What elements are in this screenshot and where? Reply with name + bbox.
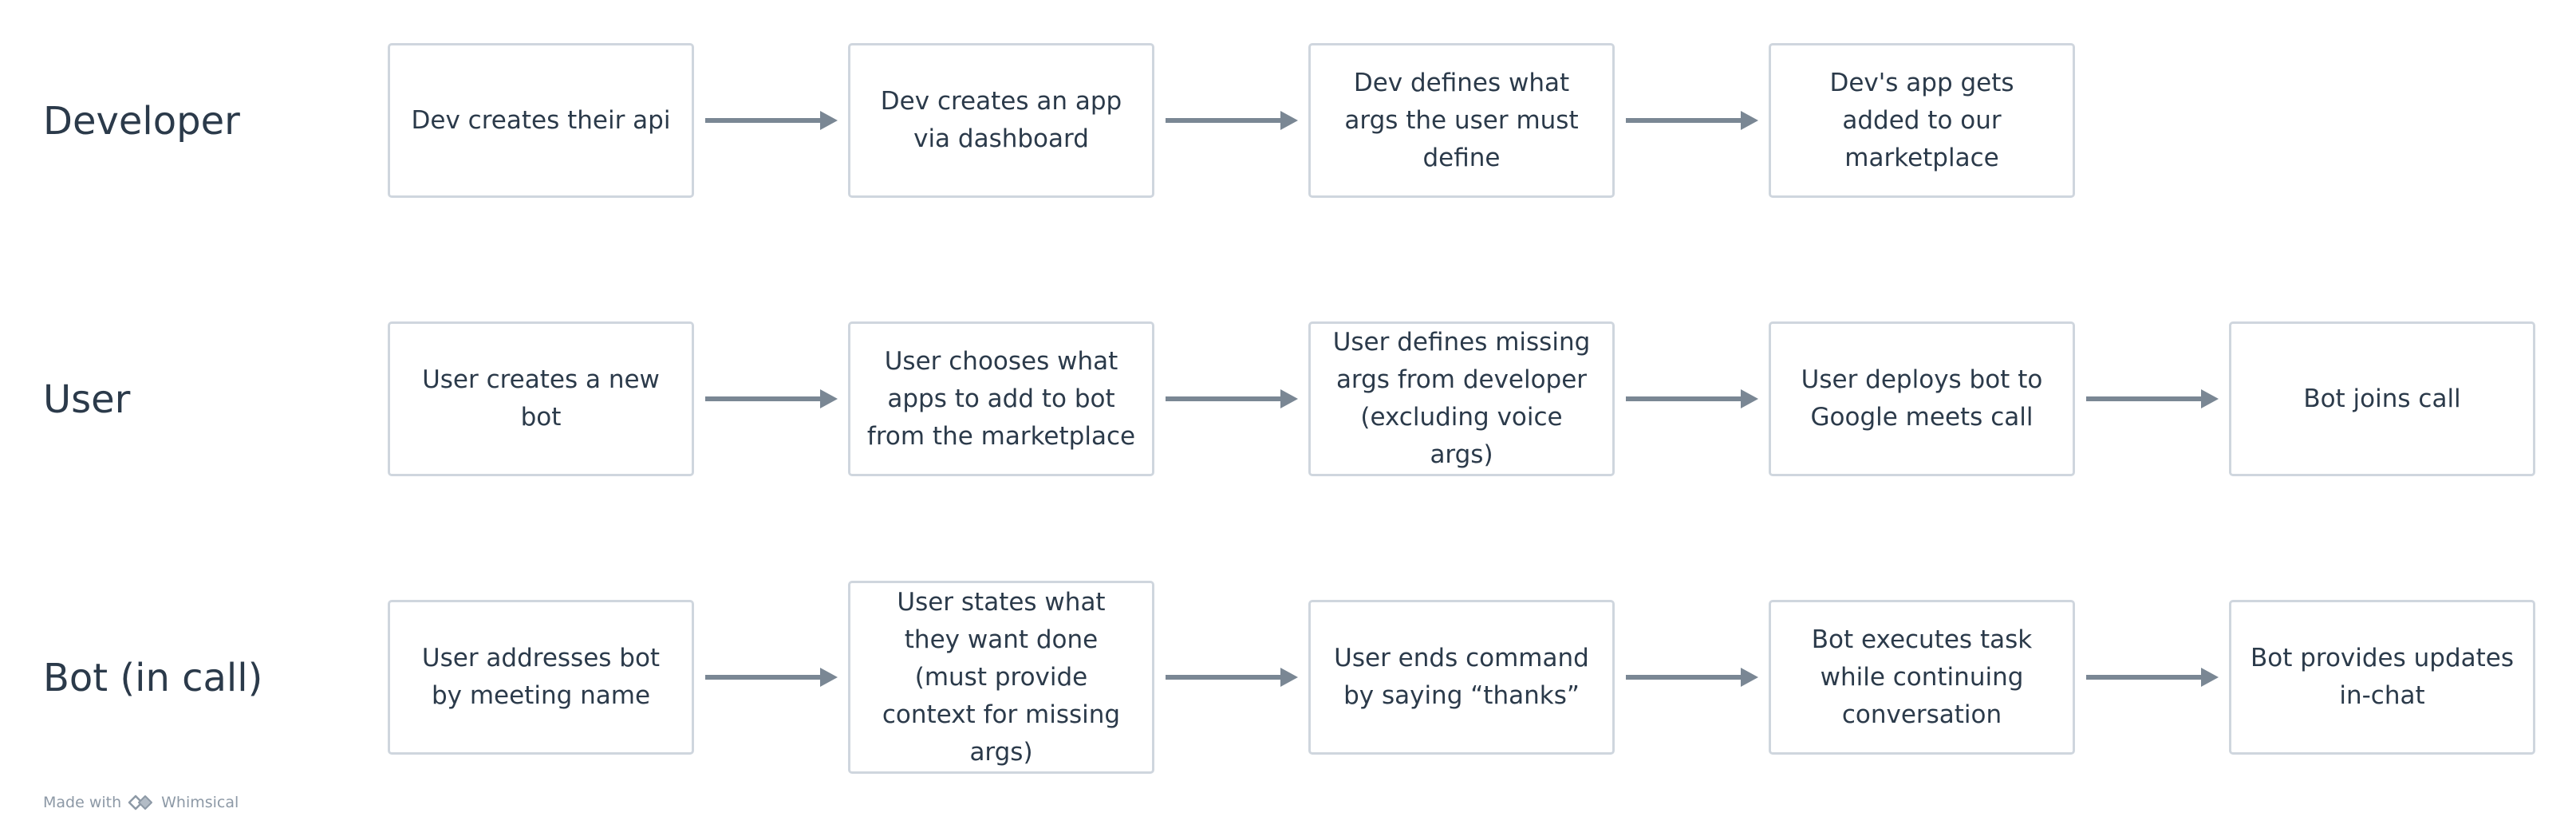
bot-step-1-label: User addresses bot by meeting name [421, 644, 661, 710]
user-step-4[interactable]: User deploys bot to Google meets call [1769, 321, 2075, 476]
user-step-3[interactable]: User defines missing args from developer… [1308, 321, 1615, 476]
developer-step-2[interactable]: Dev creates an app via dashboard [848, 43, 1154, 198]
user-step-3-label: User defines missing args from developer… [1332, 328, 1591, 469]
user-step-1[interactable]: User creates a new bot [388, 321, 694, 476]
bot-step-2[interactable]: User states what they want done (must pr… [848, 581, 1154, 774]
bot-step-5[interactable]: Bot provides updates in-chat [2229, 600, 2535, 755]
bot-step-3-label: User ends command by saying “thanks” [1334, 644, 1589, 710]
arrow-user-4-5 [2086, 389, 2219, 408]
bot-step-4-label: Bot executes task while continuing conve… [1811, 625, 2033, 729]
developer-step-1[interactable]: Dev creates their api [388, 43, 694, 198]
user-step-2[interactable]: User chooses what apps to add to bot fro… [848, 321, 1154, 476]
arrow-user-3-4 [1626, 389, 1758, 408]
arrow-developer-3-4 [1626, 111, 1758, 130]
user-step-2-label: User chooses what apps to add to bot fro… [866, 346, 1136, 451]
lane-label-developer: Developer [43, 99, 240, 144]
bot-step-4[interactable]: Bot executes task while continuing conve… [1769, 600, 2075, 755]
developer-step-1-label: Dev creates their api [411, 105, 671, 135]
arrow-user-1-2 [705, 389, 838, 408]
developer-step-3[interactable]: Dev defines what args the user must defi… [1308, 43, 1615, 198]
arrow-bot-4-5 [2086, 668, 2219, 687]
user-step-5-label: Bot joins call [2303, 384, 2461, 413]
developer-step-4-label: Dev's app gets added to our marketplace [1829, 68, 2014, 172]
bot-step-1[interactable]: User addresses bot by meeting name [388, 600, 694, 755]
arrow-bot-3-4 [1626, 668, 1758, 687]
lane-label-user: User [43, 377, 131, 422]
whimsical-logo: Whimsical [128, 793, 239, 812]
made-with-footer[interactable]: Made with Whimsical [43, 793, 239, 812]
arrow-bot-1-2 [705, 668, 838, 687]
made-with-label: Made with [43, 794, 122, 811]
user-step-4-label: User deploys bot to Google meets call [1801, 365, 2043, 432]
arrow-bot-2-3 [1166, 668, 1298, 687]
developer-step-4[interactable]: Dev's app gets added to our marketplace [1769, 43, 2075, 198]
developer-step-3-label: Dev defines what args the user must defi… [1344, 68, 1579, 172]
user-step-1-label: User creates a new bot [422, 365, 660, 432]
bot-step-2-label: User states what they want done (must pr… [882, 587, 1121, 767]
bot-step-3[interactable]: User ends command by saying “thanks” [1308, 600, 1615, 755]
lane-label-bot: Bot (in call) [43, 656, 263, 700]
whimsical-logo-icon [128, 795, 153, 810]
arrow-developer-1-2 [705, 111, 838, 130]
developer-step-2-label: Dev creates an app via dashboard [880, 87, 1122, 153]
whimsical-brand-label: Whimsical [161, 794, 239, 811]
arrow-developer-2-3 [1166, 111, 1298, 130]
user-step-5[interactable]: Bot joins call [2229, 321, 2535, 476]
arrow-user-2-3 [1166, 389, 1298, 408]
bot-step-5-label: Bot provides updates in-chat [2250, 644, 2515, 710]
